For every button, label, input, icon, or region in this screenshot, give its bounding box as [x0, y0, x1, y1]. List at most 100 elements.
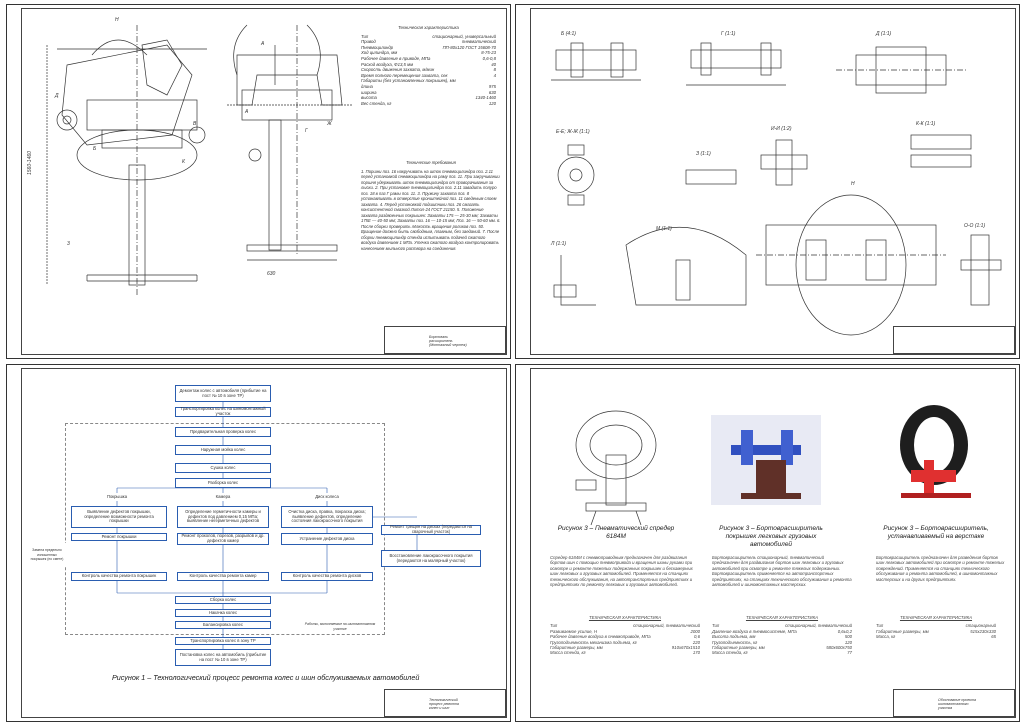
spec-value: 580х600х750	[826, 645, 852, 651]
requirements-title: Технические требования	[406, 160, 456, 165]
spec-row: Масса, кг 65	[876, 634, 996, 639]
spec-value: пневматический	[461, 39, 496, 45]
title-block-text: Бортоваль расширитель (Монтажный чертеж)	[429, 335, 467, 347]
spec-value: 120	[844, 639, 852, 645]
step-rim-painting: Восстановление лакокрасочного покрытия (…	[381, 550, 481, 567]
spec-key: Тип	[876, 623, 884, 629]
spec-key: Габаритные размеры, мм	[876, 628, 929, 634]
sheet-frame	[530, 368, 1016, 718]
spec-value: 65	[991, 634, 996, 640]
spec-key: Рабочее давление воздуха в пневмоприводе…	[550, 634, 651, 640]
drawing-sheet-equipment: Рисунок 3 – Пневматический спредер 6184М…	[515, 364, 1020, 722]
step-tube-repair: Ремонт проколов, порезов, разрывов и др.…	[177, 533, 269, 545]
spec-value: 0,6±0,2	[837, 628, 852, 634]
step-tire-repair: Ремонт покрышки	[71, 533, 167, 541]
tire-replacement-note: Замена предельно изношенных покрышек (по…	[27, 543, 67, 567]
spec-row: Развиваемое усилие, Н 2000	[550, 629, 700, 634]
spec-value: 1340-1460	[475, 95, 496, 101]
drawing-sheet-details: Б (4:1) Г (1:1) Д (1:1) Е-Е; Ж-Ж (1:1) З…	[515, 4, 1020, 359]
pneumatic-spreader-image	[575, 410, 657, 526]
spec-key: Привод	[361, 39, 376, 45]
title-block	[893, 326, 1015, 354]
spec-value: 8	[493, 67, 496, 73]
title-block: Бортоваль расширитель (Монтажный чертеж)	[384, 326, 506, 354]
spec-key: Высота подъема, мм	[712, 634, 756, 640]
svg-text:Д (1:1): Д (1:1)	[875, 31, 892, 37]
spec-value: 170	[692, 650, 700, 656]
svg-text:И-И (1:2): И-И (1:2)	[771, 126, 792, 132]
spec-value: стационарный	[965, 623, 996, 629]
figure-1-description: Спредер 6184M с пневмоприводным предназн…	[550, 555, 693, 588]
svg-text:Л (1:1): Л (1:1)	[550, 241, 566, 247]
spec-value: 2000	[690, 628, 700, 634]
svg-text:К: К	[182, 159, 186, 165]
assembly-drawing: H 1560-1460 630 Д В Б Г А А Ж К 3	[27, 17, 352, 295]
spec-key: Ход цилиндра, мм	[361, 50, 398, 56]
sheet-frame	[530, 8, 1016, 355]
svg-text:630: 630	[267, 271, 276, 277]
svg-text:Н: Н	[851, 181, 855, 187]
spec-key: ширина	[361, 89, 377, 95]
spec-key: Развиваемое усилие, Н	[550, 628, 597, 634]
spec-key: Масса стенда, кг	[550, 650, 586, 656]
step-balance: Балансировка колес	[175, 621, 271, 629]
step-transport-out: Транспортировка колес в зону ТР	[175, 637, 271, 645]
svg-text:З (1:1): З (1:1)	[696, 151, 711, 157]
spec-key: Грузоподъемность механизма подъема, кг	[550, 639, 637, 645]
spec-row: Скорость движения захвата, м/мин 8	[361, 67, 496, 73]
spec-value: 910х670х1510	[671, 645, 700, 651]
spec-key: Рабочее давление в приводе, МПа	[361, 55, 431, 61]
sheet-frame	[21, 368, 507, 718]
spec-value: стационарный, пневматический	[785, 623, 852, 629]
title-block-text: Обоснование проекта шиномонтажного участ…	[938, 698, 977, 710]
requirements-text: 1. Поршни поз. 16 накручивать на шток пн…	[361, 168, 501, 251]
workshop-area-note: Работы, выполняемые на шиномонтажном уча…	[297, 622, 383, 631]
spec-value: 120	[488, 100, 496, 106]
figure-2-caption: Рисунок 3 – Бортоврасширитель покрышек л…	[719, 525, 823, 548]
spec-title: ТЕХНИЧЕСКАЯ ХАРАКТЕРИСТИКА	[745, 615, 819, 620]
step-tire-qc: Контроль качества ремонта покрышек	[71, 572, 167, 581]
figure-3-spec: ТЕХНИЧЕСКАЯ ХАРАКТЕРИСТИКА Тип стационарн…	[876, 615, 996, 640]
figure-3-caption: Рисунок 3 – Бортоврасширитель, устанавли…	[883, 525, 989, 540]
spec-row: Габаритные размеры, мм 515х230х330	[876, 629, 996, 634]
svg-text:К-К (1:1): К-К (1:1)	[916, 121, 936, 127]
svg-text:М (1:1): М (1:1)	[656, 226, 672, 232]
technical-requirements: Технические требования 1. Поршни поз. 16…	[361, 160, 501, 251]
svg-text:3: 3	[67, 241, 70, 247]
spec-value: 515х230х330	[970, 628, 996, 634]
spec-title: ТЕХНИЧЕСКАЯ ХАРАКТЕРИСТИКА	[899, 615, 973, 620]
spec-value: 77	[847, 650, 852, 656]
spec-row: Габариты (без установленных покрышек), м…	[361, 78, 496, 84]
svg-text:Г: Г	[305, 128, 309, 134]
drawing-sheet-assembly: H 1560-1460 630 Д В Б Г А А Ж К 3 Технич…	[6, 4, 511, 359]
spec-key: Скорость движения захвата, м/мин	[361, 67, 435, 73]
svg-text:Г (1:1): Г (1:1)	[721, 31, 736, 37]
step-wash: Наружная мойка колес	[175, 445, 271, 455]
spec-key: Тип	[361, 33, 369, 39]
spec-title: Техническая характеристика	[398, 25, 459, 30]
spec-key: Масса, кг	[876, 634, 896, 640]
step-mount: Постановка колес на автомобиль (прибытие…	[175, 649, 271, 666]
spec-value: 8-75-23	[481, 50, 496, 56]
step-inflate: Накачка колес	[175, 609, 271, 617]
svg-text:Б (4:1): Б (4:1)	[561, 31, 576, 37]
step-tube-inspect: Определение герметичности камеры и дефек…	[177, 506, 269, 528]
spec-value: стационарный, универсальный	[432, 33, 496, 39]
spec-row: Масса стенда, кг 170	[550, 650, 700, 655]
spec-key: Масса стенда, кг	[712, 650, 748, 656]
figure-1-caption: Рисунок 3 – Пневматический спредер 6184М	[557, 525, 675, 540]
step-precheck: Предварительная проверка колес	[175, 427, 271, 437]
flowchart-connectors	[116, 402, 418, 649]
step-rim-inspect: Очистка диска, правка, покраска диска; в…	[281, 506, 373, 528]
